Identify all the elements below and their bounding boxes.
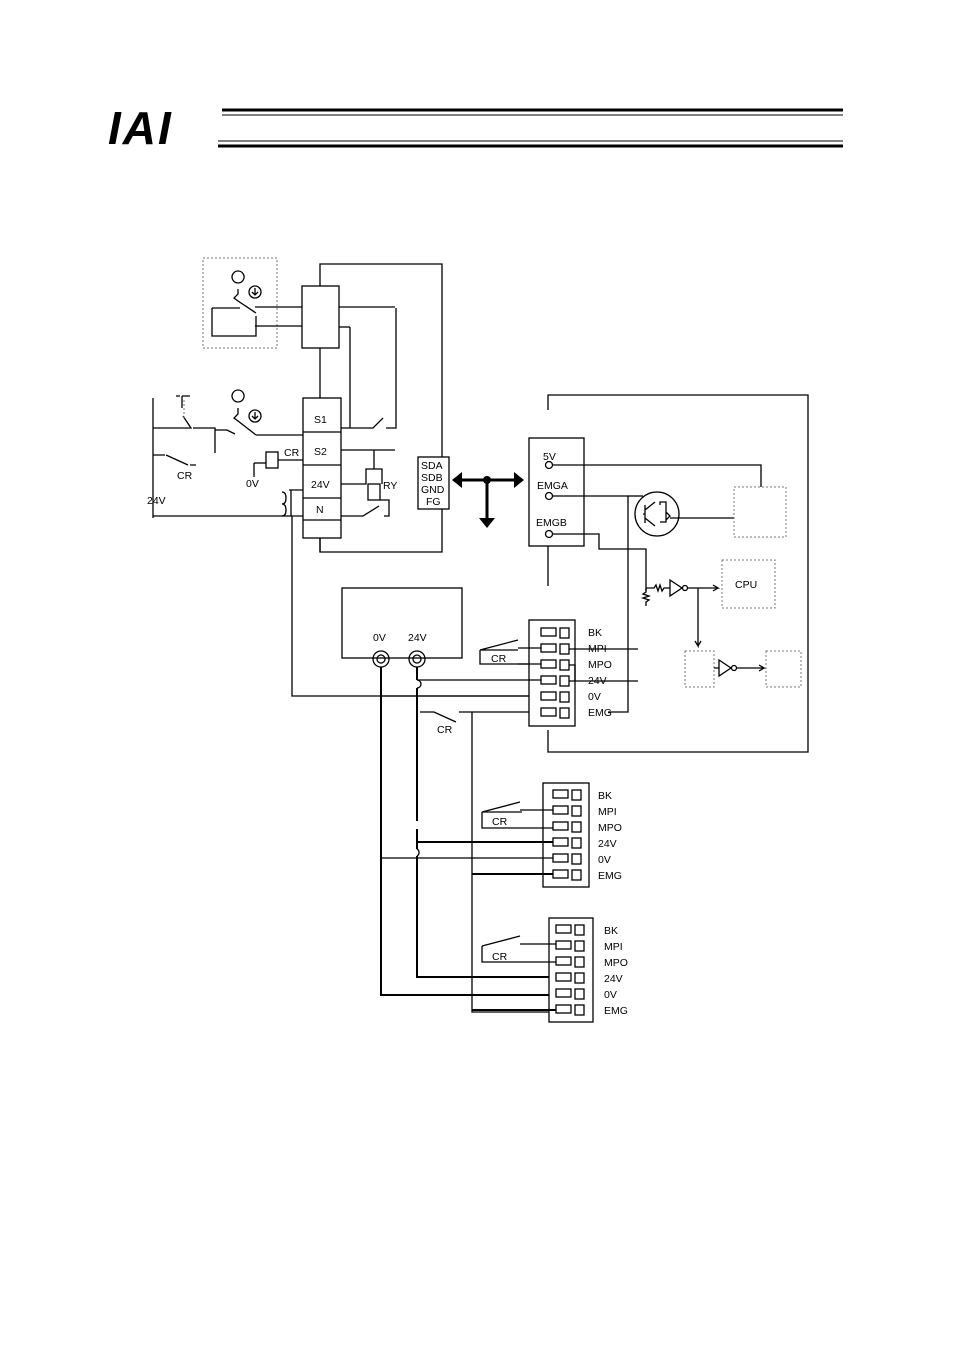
- axis2-pin-mpi: MPI: [598, 806, 617, 818]
- terminal-emgb: EMGB: [536, 517, 567, 529]
- axis-connector-3: BK MPI MPO 24V 0V EMG CR: [472, 918, 628, 1022]
- photocoupler: [635, 492, 734, 536]
- emg-circuit-block: 5V EMGA EMGB: [529, 438, 584, 546]
- axis3-pin-24v: 24V: [604, 973, 623, 985]
- relay-ry-label: RY: [383, 480, 397, 492]
- axis1-pin-0v: 0V: [588, 691, 601, 703]
- terminal-fg: FG: [426, 496, 441, 508]
- relay-cr-label-left: CR: [177, 470, 193, 482]
- terminal-emga: EMGA: [537, 480, 568, 492]
- teach-connector-terminal-block: S1 S2 24V N: [303, 398, 341, 538]
- emergency-stop-switch-pendant: [212, 271, 261, 336]
- axis2-pin-emg: EMG: [598, 870, 622, 882]
- terminal-s1: S1: [314, 414, 327, 426]
- teaching-pendant: [203, 258, 277, 348]
- axis1-pin-emg: EMG: [588, 707, 612, 719]
- terminal-sdb: SDB: [421, 472, 443, 484]
- power-supply-0v: 0V: [373, 632, 386, 644]
- power-supply-24v: 24V: [408, 632, 427, 644]
- brake-driver-circuit: [685, 651, 801, 687]
- axis2-pin-24v: 24V: [598, 838, 617, 850]
- terminal-s2: S2: [314, 446, 327, 458]
- axis3-pin-emg: EMG: [604, 1005, 628, 1017]
- cpu-input-circuit: [643, 580, 718, 646]
- axis1-relay-cr-label: CR: [491, 653, 507, 665]
- axis3-pin-mpi: MPI: [604, 941, 623, 953]
- axis2-relay-cr-label: CR: [492, 816, 508, 828]
- header-rule: [218, 110, 843, 146]
- supply-0v-label: 0V: [246, 478, 259, 490]
- terminal-gnd: GND: [421, 484, 445, 496]
- emg-relay-cr-label: CR: [437, 724, 453, 736]
- axis1-pin-mpo: MPO: [588, 659, 612, 671]
- pendant-connector: [302, 286, 339, 348]
- relay-cr-label-top: CR: [284, 447, 300, 459]
- axis3-pin-bk: BK: [604, 925, 618, 937]
- axis2-pin-bk: BK: [598, 790, 612, 802]
- terminal-24v: 24V: [311, 479, 330, 491]
- communication-bus-arrows: [452, 472, 524, 528]
- axis3-pin-mpo: MPO: [604, 957, 628, 969]
- external-emergency-stop-circuit: CR 24V CR 0V: [147, 390, 303, 518]
- axis2-pin-0v: 0V: [598, 854, 611, 866]
- axis3-relay-cr-label: CR: [492, 951, 508, 963]
- terminal-sda: SDA: [421, 460, 443, 472]
- supply-24v-label-left: 24V: [147, 495, 166, 507]
- terminal-n: N: [316, 504, 324, 516]
- controller-frame: [548, 395, 808, 752]
- control-circuit-box: [734, 487, 786, 537]
- power-supply: 0V 24V: [342, 588, 462, 667]
- sio-connector: SDA SDB GND FG: [418, 457, 449, 509]
- axis2-pin-mpo: MPO: [598, 822, 622, 834]
- axis1-pin-bk: BK: [588, 627, 602, 639]
- cpu-label: CPU: [735, 579, 757, 591]
- axis3-pin-0v: 0V: [604, 989, 617, 1001]
- relay-ry-coil: [368, 484, 380, 500]
- relay-cr-coil: [266, 452, 278, 468]
